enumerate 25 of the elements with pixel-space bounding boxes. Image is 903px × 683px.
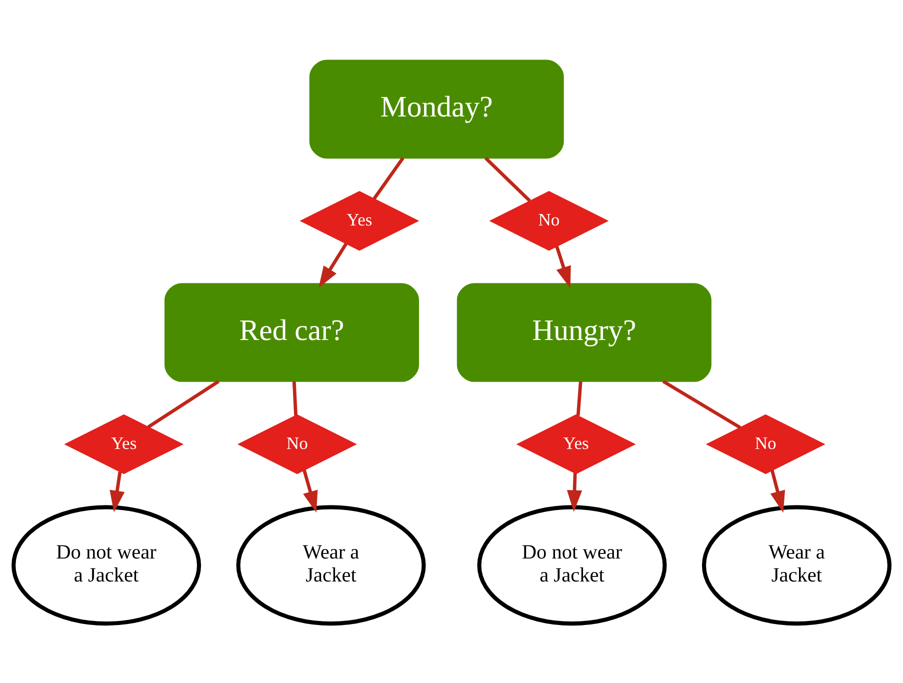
node-box: Red car?	[164, 282, 420, 382]
node-diamond: Yes	[64, 414, 184, 474]
node-diamond: Yes	[300, 190, 420, 250]
node-ellipse: Wear a Jacket	[702, 504, 892, 626]
connector	[147, 379, 220, 428]
connector	[484, 156, 531, 202]
arrow	[555, 245, 571, 288]
node-box: Hungry?	[456, 282, 712, 382]
node-diamond: Yes	[516, 414, 636, 474]
arrow	[110, 471, 125, 512]
node-diamond: No	[706, 414, 826, 474]
node-box: Monday?	[309, 59, 564, 158]
connector	[372, 156, 404, 200]
node-ellipse: Do not wear a Jacket	[12, 504, 202, 626]
arrow	[318, 242, 348, 288]
node-diamond: No	[237, 414, 357, 474]
arrow	[302, 469, 318, 512]
arrow	[566, 472, 582, 512]
connector	[292, 380, 298, 416]
arrow	[770, 469, 786, 512]
node-ellipse: Do not wear a Jacket	[477, 504, 667, 626]
node-ellipse: Wear a Jacket	[236, 504, 426, 626]
connector	[662, 379, 742, 429]
node-diamond: No	[489, 190, 609, 250]
connector	[576, 380, 582, 416]
